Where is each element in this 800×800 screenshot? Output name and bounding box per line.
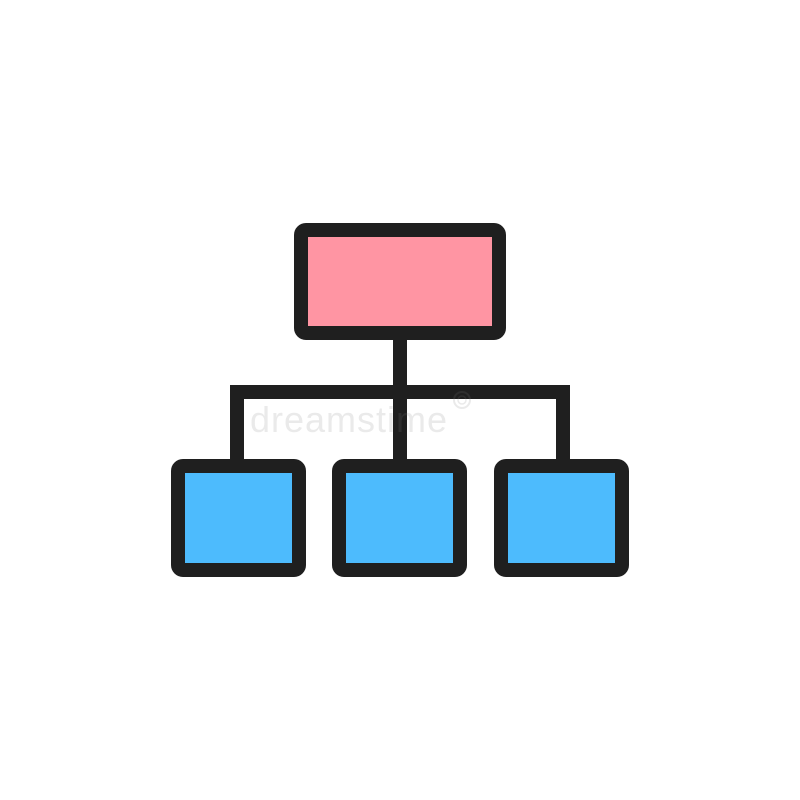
child-box-left — [171, 459, 306, 577]
dreamstime-logo-icon — [453, 391, 471, 409]
watermark: dreamstime — [250, 391, 471, 440]
connector-lines — [230, 326, 570, 473]
child-box-center — [332, 459, 467, 577]
watermark-text: dreamstime — [250, 399, 448, 440]
root-box — [294, 223, 506, 340]
child-box-right — [494, 459, 629, 577]
